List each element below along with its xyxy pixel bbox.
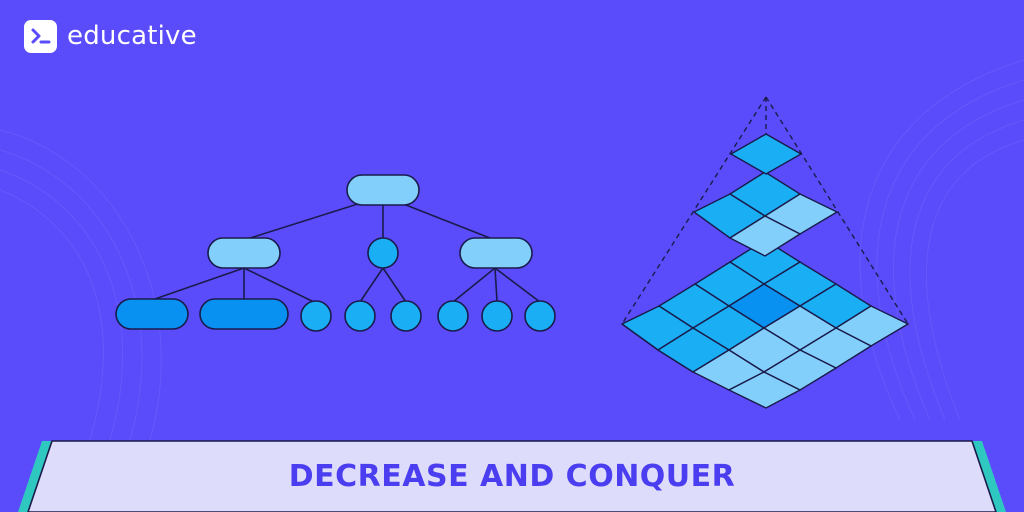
tree-node-right xyxy=(459,237,533,269)
pyramid-base-layer xyxy=(620,239,910,409)
terminal-prompt-icon xyxy=(24,19,57,53)
banner-title: DECREASE AND CONQUER xyxy=(288,459,736,494)
title-banner xyxy=(18,440,1006,512)
tree-leaf-node xyxy=(199,298,289,330)
tree-node-middle xyxy=(367,237,399,269)
tree-root-node xyxy=(346,174,420,206)
tree-leaf-node xyxy=(115,298,189,330)
tree-leaf-node xyxy=(300,300,332,332)
tree-diagram xyxy=(115,174,556,332)
tree-leaf-node xyxy=(390,300,422,332)
tree-leaf-node xyxy=(481,300,513,332)
tree-leaf-node xyxy=(524,300,556,332)
pyramid-top-layer xyxy=(729,133,803,175)
tree-node-left xyxy=(207,237,281,269)
tree-leaf-node xyxy=(437,300,469,332)
background-arcs xyxy=(0,59,1024,441)
brand-name: educative xyxy=(67,21,197,51)
brand-logo[interactable]: educative xyxy=(24,19,197,53)
pyramid-middle-layer xyxy=(692,171,839,257)
tree-leaf-node xyxy=(344,300,376,332)
pyramid-diagram xyxy=(620,96,910,409)
